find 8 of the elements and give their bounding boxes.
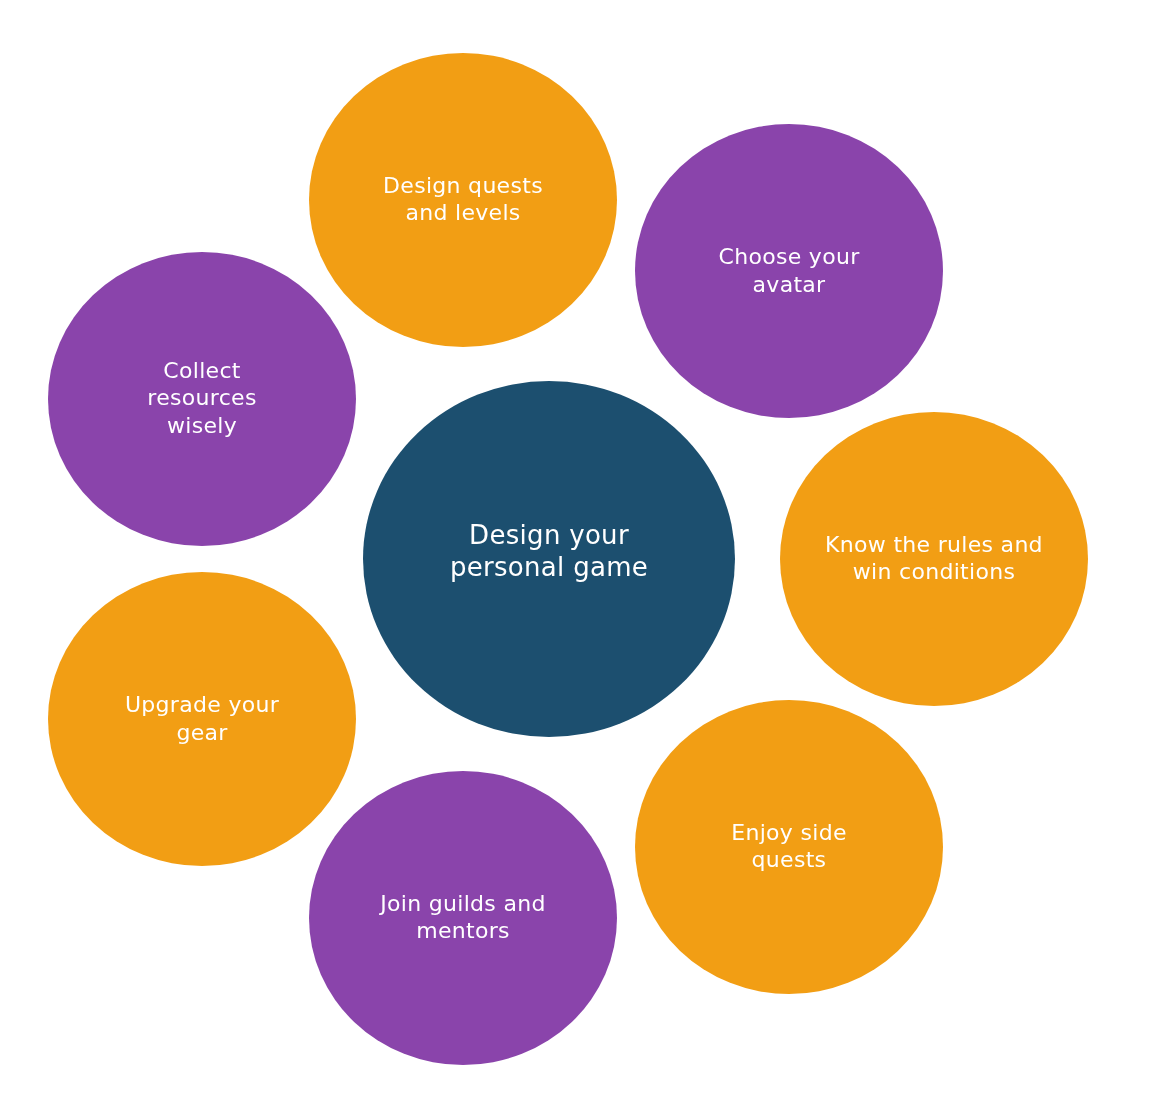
node-label: Enjoy side quests [730, 818, 848, 874]
node-label: Collect resources wisely [146, 356, 258, 440]
node-label: Know the rules and win conditions [824, 530, 1044, 586]
node-label: Upgrade your gear [123, 691, 281, 746]
node-label: Design your personal game [448, 518, 650, 584]
node-label: Design quests and levels [382, 171, 544, 227]
node-label: Join guilds and mentors [378, 889, 547, 945]
node-label: Choose your avatar [717, 243, 861, 298]
